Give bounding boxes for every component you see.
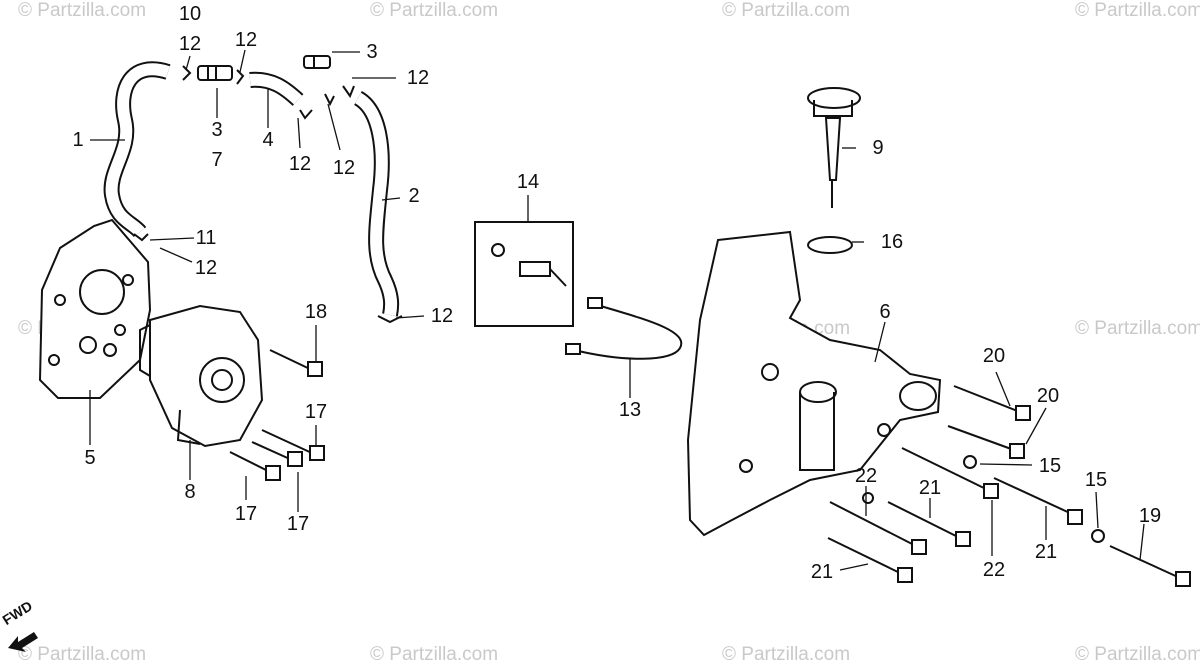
gasket-5 [40, 220, 150, 398]
callout-22: 22 [982, 559, 1006, 581]
callout-12: 12 [178, 33, 202, 55]
o-ring-16 [808, 237, 852, 253]
callout-14: 14 [516, 171, 540, 193]
hose-2 [358, 98, 391, 315]
callout-20: 20 [1036, 385, 1060, 407]
watermark: © Partzilla.com [370, 644, 499, 665]
leader-line [90, 50, 1144, 570]
callout-12: 12 [234, 29, 258, 51]
callout-12: 12 [332, 157, 356, 179]
crankcase-cover-6 [688, 232, 940, 535]
callout-10: 10 [178, 3, 202, 25]
callout-21: 21 [1034, 541, 1058, 563]
fitting-3 [198, 56, 330, 80]
callout-7: 7 [211, 149, 223, 171]
callout-4: 4 [262, 129, 274, 151]
watermark: © Partzilla.com [722, 0, 851, 21]
callout-12: 12 [288, 153, 312, 175]
fwd-arrow-icon [8, 632, 38, 652]
callout-17: 17 [286, 513, 310, 535]
sensor-box-14 [475, 222, 573, 326]
watermark: © Partzilla.com [370, 0, 499, 21]
water-pump-8 [140, 306, 262, 446]
callout-22: 22 [854, 465, 878, 487]
callout-6: 6 [879, 301, 891, 323]
callout-11: 11 [195, 227, 217, 249]
callout-12: 12 [194, 257, 218, 279]
callout-9: 9 [872, 137, 884, 159]
callout-17: 17 [304, 401, 328, 423]
hose-4 [250, 80, 298, 100]
callout-12: 12 [430, 305, 454, 327]
clamp-12 [134, 66, 402, 322]
callout-8: 8 [184, 481, 196, 503]
callout-17: 17 [234, 503, 258, 525]
watermark: © Partzilla.com [1075, 644, 1200, 665]
callout-5: 5 [84, 447, 96, 469]
hose-1 [112, 69, 168, 232]
watermark: © Partzilla.com [722, 644, 851, 665]
callout-1: 1 [72, 129, 84, 151]
callout-3: 3 [211, 119, 223, 141]
callout-2: 2 [408, 185, 420, 207]
callout-13: 13 [618, 399, 642, 421]
callout-19: 19 [1138, 505, 1162, 527]
callout-3: 3 [366, 41, 378, 63]
callout-12: 12 [406, 67, 430, 89]
watermark: © Partzilla.com [1075, 0, 1200, 21]
watermark: © Partzilla.com [1075, 318, 1200, 339]
callout-18: 18 [304, 301, 328, 323]
callout-21: 21 [810, 561, 834, 583]
dipstick-9 [808, 88, 860, 208]
watermark: © Partzilla.com [18, 0, 147, 21]
callout-20: 20 [982, 345, 1006, 367]
callout-15: 15 [1084, 469, 1108, 491]
wire-13 [566, 298, 681, 359]
bolt [828, 386, 1190, 586]
callout-16: 16 [880, 231, 904, 253]
callout-21: 21 [918, 477, 942, 499]
bolt [230, 350, 324, 480]
callout-15: 15 [1038, 455, 1062, 477]
watermark: © Partzilla.com [18, 644, 147, 665]
